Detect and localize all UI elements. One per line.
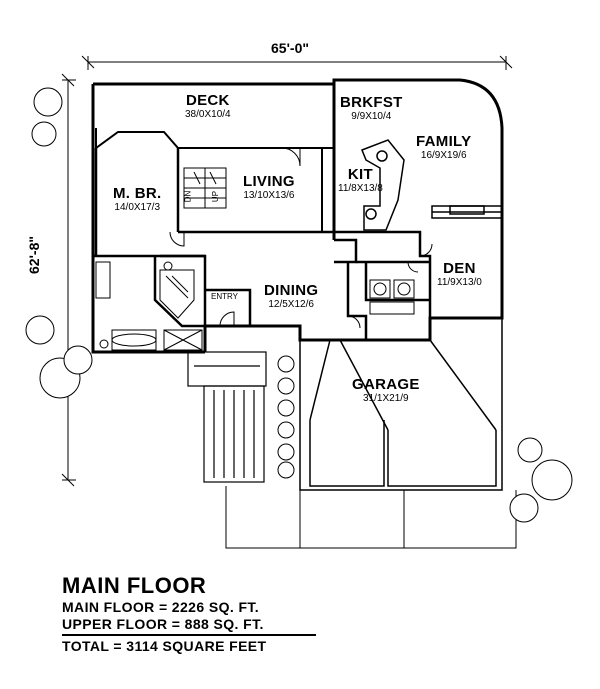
stair-down-mark: DN <box>183 190 193 203</box>
room-garage-name: GARAGE <box>352 376 420 393</box>
room-kit-name: KIT <box>347 166 373 183</box>
room-family-dims: 16/9X19/6 <box>420 150 467 161</box>
shrubs <box>25 87 573 523</box>
room-mbr-name: M. BR. <box>113 185 162 202</box>
doors <box>169 147 433 329</box>
stair-up-mark: UP <box>211 190 221 203</box>
main-floor-area: MAIN FLOOR = 2226 SQ. FT. <box>62 599 260 615</box>
room-kit: KIT 11/8X13/8 <box>338 166 383 194</box>
kitchen-island <box>361 139 405 231</box>
room-den-name: DEN <box>443 260 476 277</box>
room-brkfst-dims: 9/9X10/4 <box>351 111 392 122</box>
driveway <box>225 486 517 549</box>
overall-width-dimension: 65'-0" <box>271 40 309 56</box>
room-den-dims: 11/9X13/0 <box>437 277 482 288</box>
garage-outline <box>299 318 503 491</box>
deck-rail <box>95 128 334 232</box>
laundry-fixtures <box>369 279 415 315</box>
room-family: FAMILY 16/9X19/6 <box>416 133 471 161</box>
room-deck: DECK 38/0X10/4 <box>185 92 231 120</box>
room-garage: GARAGE 31/1X21/9 <box>352 376 420 404</box>
room-living-dims: 13/10X13/6 <box>243 190 295 201</box>
room-dining-dims: 12/5X12/6 <box>268 299 314 310</box>
room-garage-dims: 31/1X21/9 <box>363 393 409 404</box>
upper-floor-area: UPPER FLOOR = 888 SQ. FT. <box>62 616 264 632</box>
front-porch <box>187 351 267 483</box>
fireplace <box>431 205 503 219</box>
room-kit-dims: 11/8X13/8 <box>338 183 383 194</box>
room-den: DEN 11/9X13/0 <box>437 260 482 288</box>
total-rule <box>62 634 316 636</box>
total-area: TOTAL = 3114 SQUARE FEET <box>62 638 267 654</box>
room-mbr: M. BR. 14/0X17/3 <box>113 185 161 213</box>
room-brkfst-name: BRKFST <box>340 94 403 111</box>
exterior-walls <box>91 78 504 354</box>
interior-walls <box>93 148 432 340</box>
dimension-lines <box>61 55 513 487</box>
master-bath-fixtures <box>95 261 203 351</box>
overall-depth-dimension: 62'-8" <box>26 236 42 274</box>
title-block: MAIN FLOOR MAIN FLOOR = 2226 SQ. FT. UPP… <box>62 573 316 655</box>
room-family-name: FAMILY <box>416 133 472 150</box>
room-entry-name: ENTRY <box>211 292 238 301</box>
room-dining-name: DINING <box>264 282 319 299</box>
room-living-name: LIVING <box>243 173 295 190</box>
room-mbr-dims: 14/0X17/3 <box>114 202 161 213</box>
room-deck-name: DECK <box>185 92 230 109</box>
room-living: LIVING 13/10X13/6 <box>243 173 295 201</box>
room-deck-dims: 38/0X10/4 <box>185 109 231 120</box>
stair <box>183 167 227 209</box>
room-brkfst: BRKFST 9/9X10/4 <box>340 94 403 122</box>
plan-title: MAIN FLOOR <box>62 573 207 598</box>
room-dining: DINING 12/5X12/6 <box>264 282 318 310</box>
